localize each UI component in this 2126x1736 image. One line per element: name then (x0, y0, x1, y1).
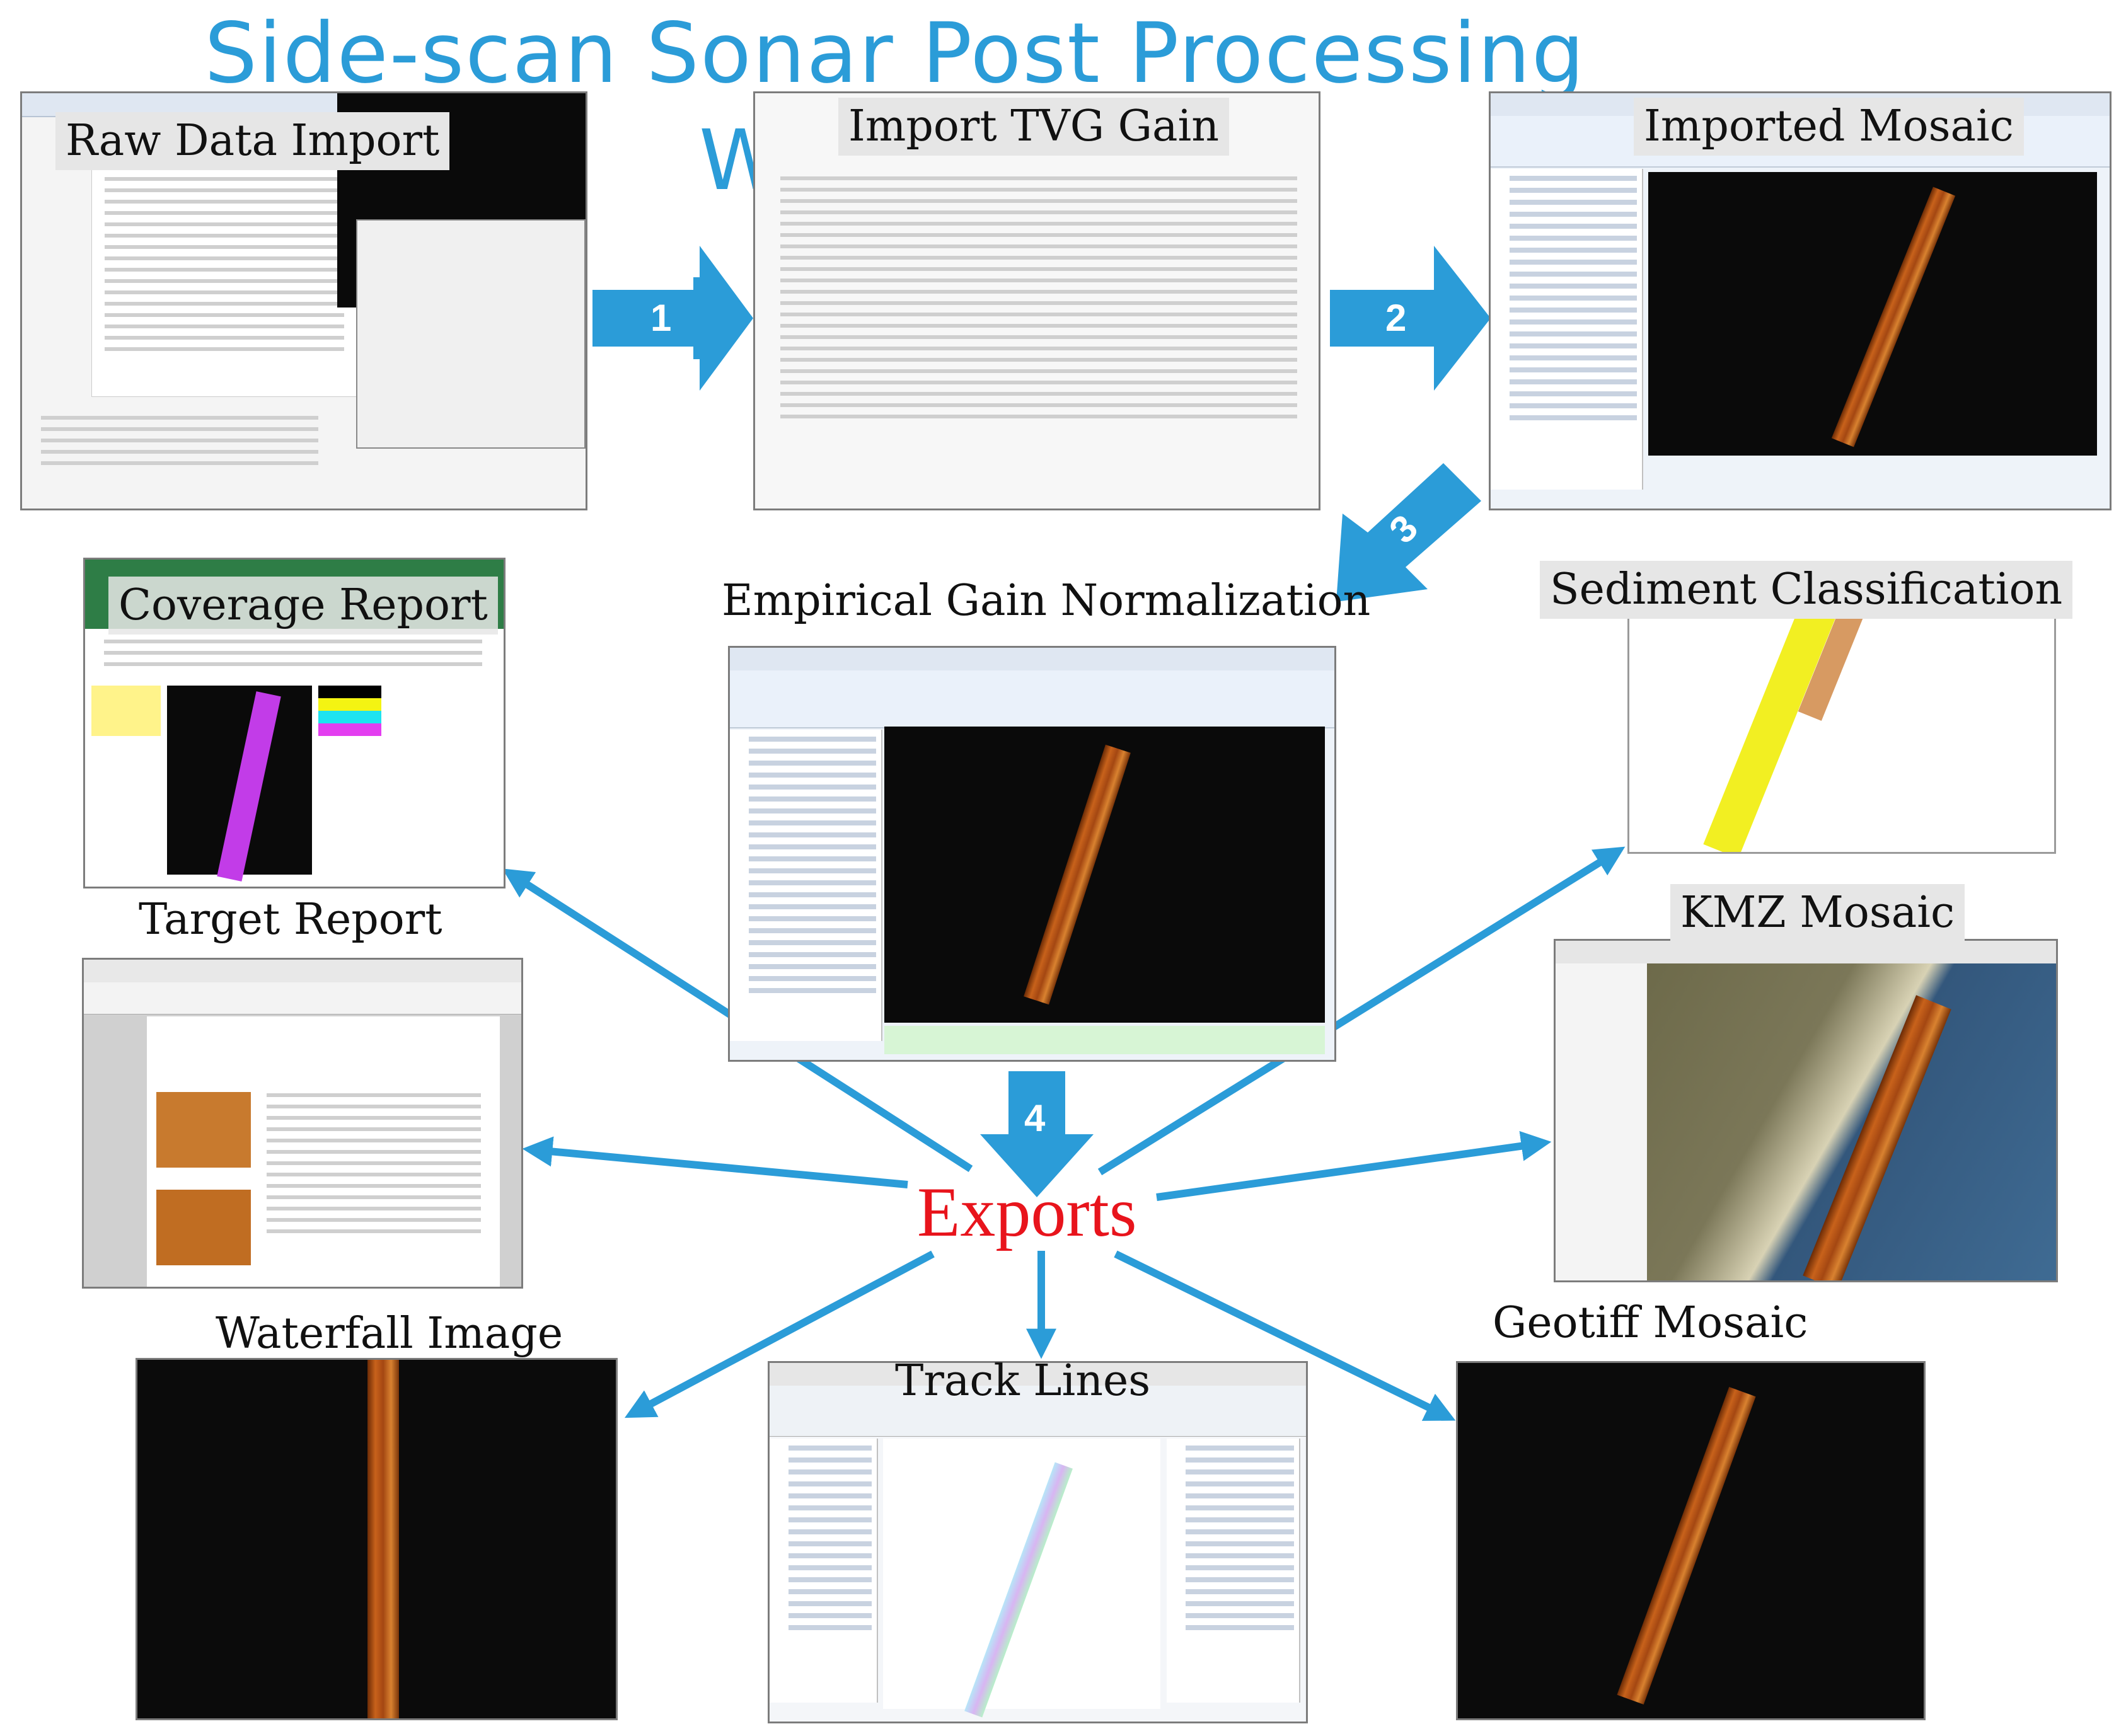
geotiff-mosaic-label: Geotiff Mosaic (1493, 1298, 1808, 1348)
track-lines-label: Track Lines (895, 1356, 1151, 1406)
coverage-report-label: Coverage Report (108, 577, 498, 635)
step-4-arrow (980, 1134, 1094, 1197)
step-2-arrow (1434, 246, 1491, 391)
arrow-to-sediment-classification (1097, 846, 1626, 1176)
waterfall-image-label: Waterfall Image (216, 1309, 563, 1359)
step-1-arrow (693, 246, 753, 391)
target-report-label: Target Report (139, 895, 442, 945)
sediment-classification-label: Sediment Classification (1540, 561, 2073, 619)
empirical-gain-normalization-label: Empirical Gain Normalization (722, 576, 1371, 626)
geotiff-mosaic-screenshot (1456, 1361, 1926, 1720)
empirical-gain-normalization-screenshot (728, 646, 1336, 1062)
exports-label: Exports (917, 1173, 1137, 1251)
arrow-to-kmz-mosaic (1156, 1130, 1552, 1201)
arrow-to-target-report (522, 1136, 908, 1188)
kmz-mosaic-screenshot (1554, 939, 2058, 1282)
import-tvg-gain-label: Import TVG Gain (838, 98, 1230, 156)
step-3-arrow (1336, 463, 1481, 602)
imported-mosaic-label: Imported Mosaic (1634, 98, 2024, 156)
step-2-number: 2 (1385, 297, 1407, 339)
track-lines-screenshot (768, 1361, 1308, 1723)
target-report-screenshot (82, 958, 523, 1289)
arrow-to-geotiff-mosaic (1114, 1250, 1456, 1421)
raw-data-import-label: Raw Data Import (55, 112, 450, 170)
imported-mosaic-screenshot (1489, 91, 2112, 510)
step-1-number: 1 (650, 297, 672, 339)
waterfall-image-screenshot (136, 1358, 618, 1720)
arrow-to-waterfall-image (624, 1250, 935, 1418)
import-tvg-gain-screenshot (753, 91, 1320, 510)
sediment-classification-screenshot (1627, 592, 2056, 854)
kmz-mosaic-label: KMZ Mosaic (1670, 884, 1965, 942)
step-4-number: 4 (1024, 1097, 1046, 1139)
